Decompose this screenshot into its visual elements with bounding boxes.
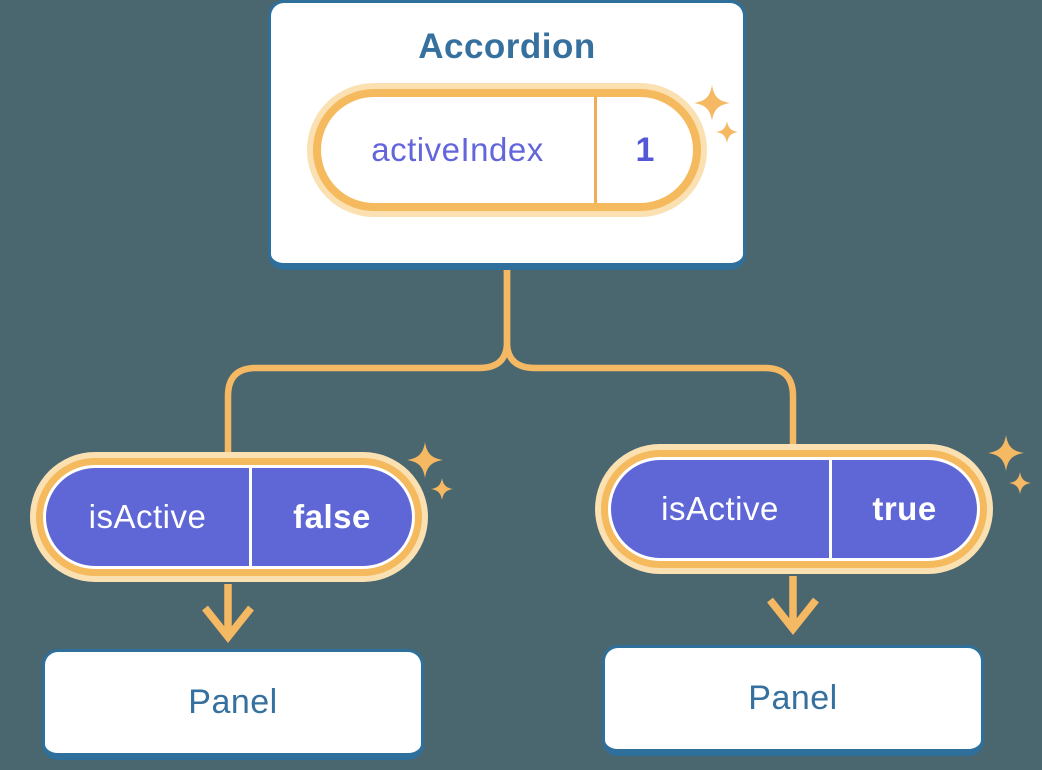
sparkle-icon [407,442,443,478]
state-pill: activeIndex 1 [307,83,707,217]
prop-name-label: isActive [88,498,207,535]
prop-pill-body: isActive true [611,460,977,558]
sparkle-icon [694,85,730,121]
arrow-left-head [202,605,254,644]
prop-name-label: isActive [661,490,779,527]
prop-pill-divider [249,468,252,566]
sparkle-icon [431,478,453,500]
prop-pill-isactive-true: isActive true [595,444,993,574]
state-name-label: activeIndex [371,131,544,168]
sparkle-icon-group [694,85,738,143]
arrow-right-head [767,597,819,636]
state-value: 1 [635,130,655,169]
prop-value: true [872,490,937,527]
accordion-component-card: Accordion activeIndex 1 [268,0,746,270]
panel-title: Panel [188,683,278,721]
sparkle-icon [988,435,1024,471]
panel-title: Panel [748,679,838,717]
panel-component-card-right: Panel [602,645,984,756]
prop-pill-ring: isActive false [36,458,422,576]
panel-component-card-left: Panel [42,649,424,760]
prop-pill-divider [829,460,832,558]
prop-pill-ring: isActive true [601,450,987,568]
connector-left-branch [224,268,511,452]
state-pill-divider [594,97,597,203]
connector-right-branch [503,268,797,444]
sparkle-icon [716,121,738,143]
prop-pill-isactive-false: isActive false [30,452,428,582]
accordion-title: Accordion [418,27,596,66]
prop-pill-body: isActive false [46,468,412,566]
state-pill-ring: activeIndex 1 [313,89,701,211]
sparkle-icon [1009,472,1031,494]
prop-value: false [293,498,371,535]
